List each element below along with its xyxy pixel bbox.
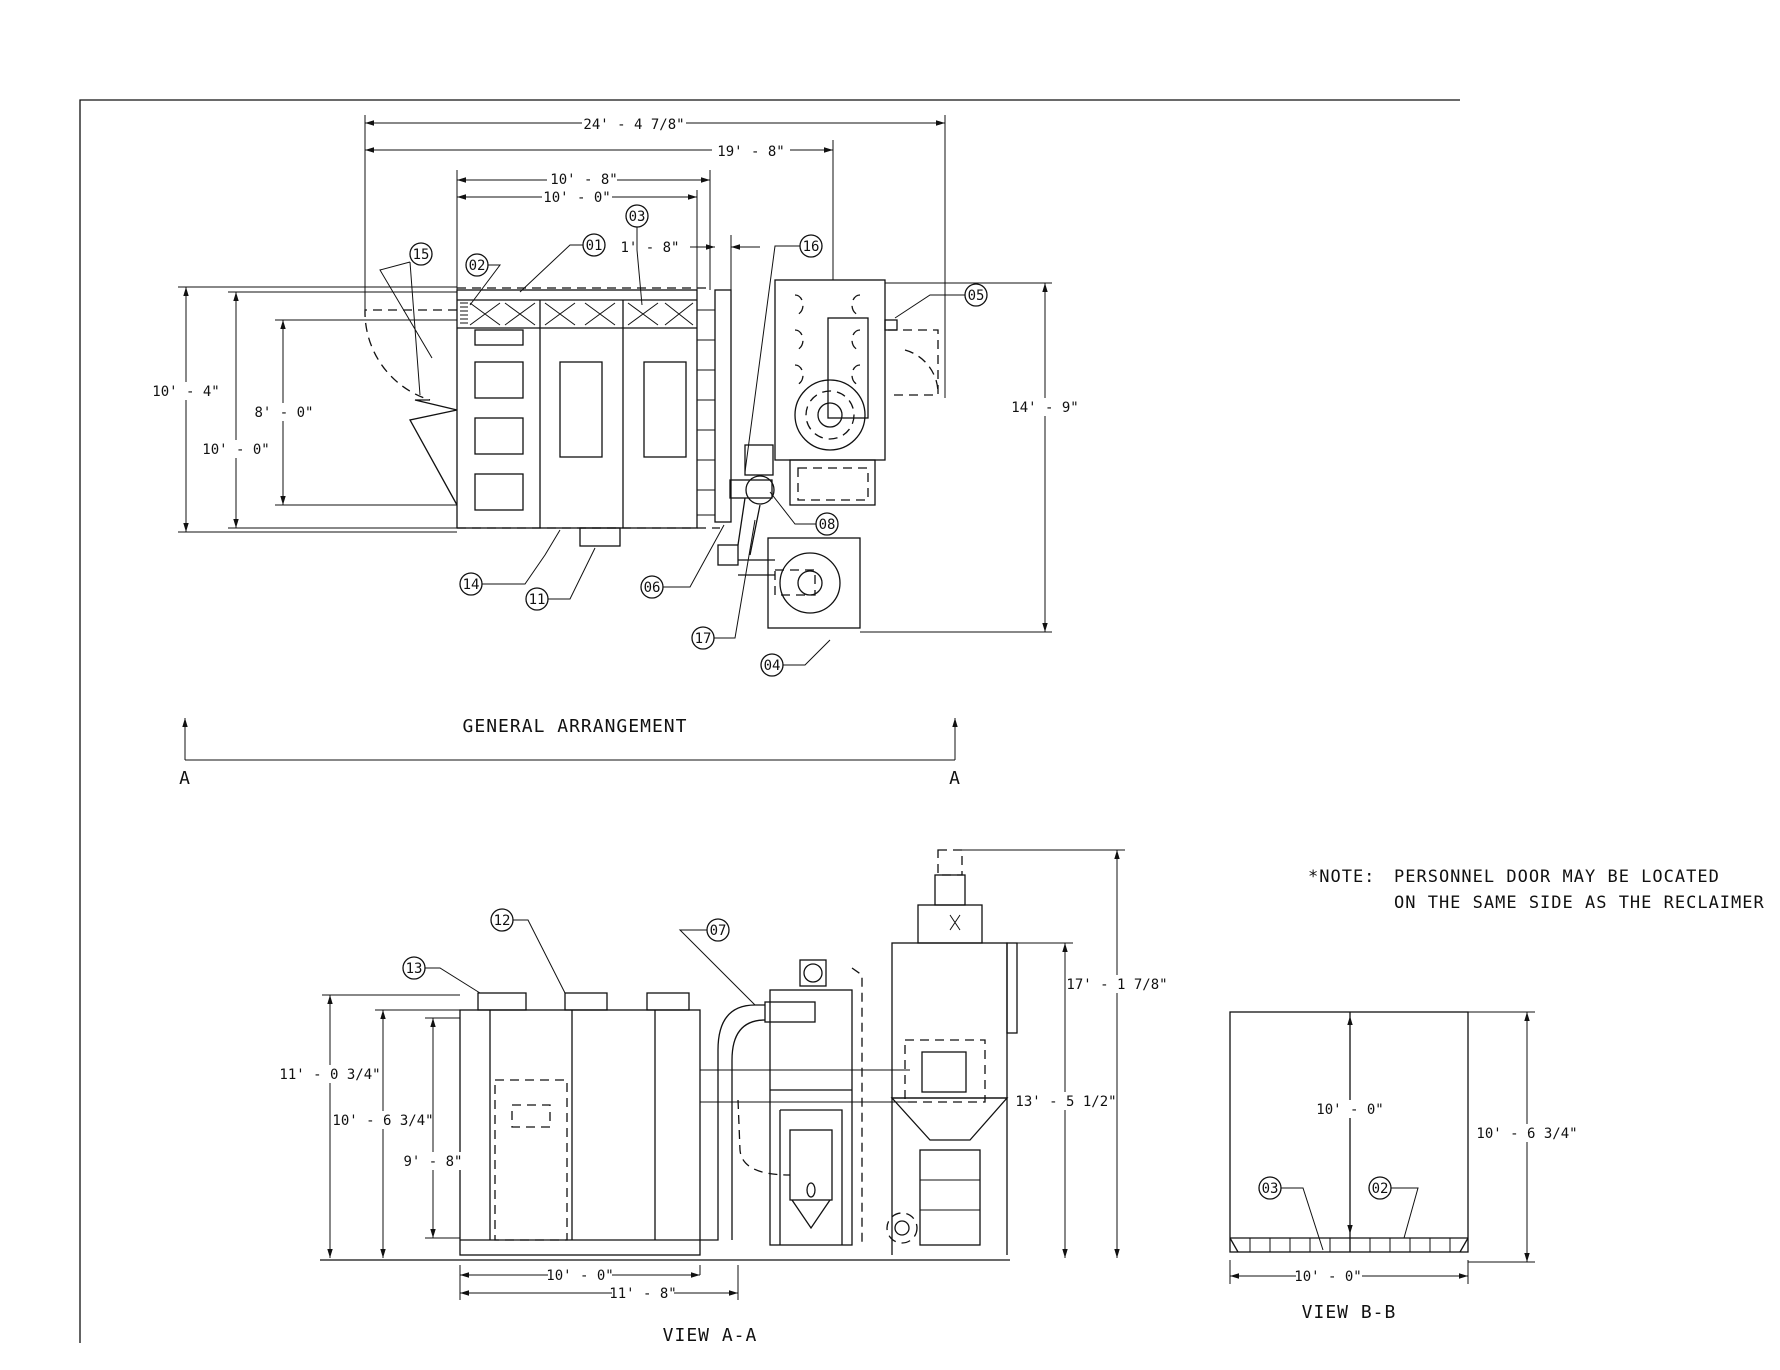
door-swing xyxy=(364,309,457,401)
note-line-1: PERSONNEL DOOR MAY BE LOCATED xyxy=(1394,867,1720,887)
dim-door-8-0: 8' - 0" xyxy=(254,405,313,421)
balloon-01: 01 xyxy=(586,238,603,254)
balloon-16: 16 xyxy=(803,239,820,255)
section-label-left: A xyxy=(179,768,191,789)
balloon-bb-02: 02 xyxy=(1372,1181,1389,1197)
view-aa-dimensions xyxy=(322,849,1125,1300)
balloon-17: 17 xyxy=(695,631,712,647)
dim-1-8: 1' - 8" xyxy=(620,240,679,256)
dim-11-8: 11' - 8" xyxy=(609,1286,676,1302)
dim-17-1-7-8: 17' - 1 7/8" xyxy=(1066,977,1167,993)
note-line-2: ON THE SAME SIDE AS THE RECLAIMER xyxy=(1394,893,1765,913)
view-aa-dim-labels: 11' - 0 3/4" 10' - 6 3/4" 9' - 8" 10' - … xyxy=(279,975,1168,1302)
balloon-bb-03: 03 xyxy=(1262,1181,1279,1197)
balloon-13: 13 xyxy=(406,961,423,977)
balloon-04: 04 xyxy=(764,658,781,674)
plan-dimensions xyxy=(178,115,1052,633)
plan-balloons: 15 02 01 03 16 05 08 14 11 06 17 04 xyxy=(379,204,988,677)
balloon-11: 11 xyxy=(529,592,546,608)
balloon-12: 12 xyxy=(494,913,511,929)
note-label: *NOTE: xyxy=(1308,867,1375,887)
dim-10-0: 10' - 0" xyxy=(543,190,610,206)
afterfilter-plan xyxy=(767,537,861,629)
view-aa-title: VIEW A-A xyxy=(663,1325,758,1346)
view-bb: 10' - 0" 10' - 6 3/4" 10' - 0" 03 02 VIE… xyxy=(1229,1011,1578,1323)
dim-bb-10-0: 10' - 0" xyxy=(1316,1102,1383,1118)
dim-13-5-1-2: 13' - 5 1/2" xyxy=(1015,1094,1116,1110)
booth-elevation xyxy=(459,1009,701,1256)
dim-9-8: 9' - 8" xyxy=(403,1154,462,1170)
dim-bb-width-10-0: 10' - 0" xyxy=(1294,1269,1361,1285)
dim-10-6-3-4: 10' - 6 3/4" xyxy=(332,1113,433,1129)
plan-title: GENERAL ARRANGEMENT xyxy=(463,716,688,737)
balloon-14: 14 xyxy=(463,577,480,593)
view-aa: 11' - 0 3/4" 10' - 6 3/4" 9' - 8" 10' - … xyxy=(279,849,1168,1346)
balloon-08: 08 xyxy=(819,517,836,533)
dim-10-8: 10' - 8" xyxy=(550,172,617,188)
balloon-07: 07 xyxy=(710,923,727,939)
balloon-06: 06 xyxy=(644,580,661,596)
balloon-02: 02 xyxy=(469,258,486,274)
view-bb-outline xyxy=(1229,1011,1469,1253)
section-line-aa: A A xyxy=(179,718,961,789)
sheet-border xyxy=(79,99,1460,1343)
view-bb-title: VIEW B-B xyxy=(1302,1302,1397,1323)
dim-depth-14-9: 14' - 9" xyxy=(1011,400,1078,416)
section-label-right: A xyxy=(949,768,961,789)
dim-aa-10-0: 10' - 0" xyxy=(546,1268,613,1284)
collector-elevation xyxy=(891,942,1008,1099)
filter-row xyxy=(460,302,694,326)
dim-overall-length: 24' - 4 7/8" xyxy=(583,117,684,133)
dim-11-0-3-4: 11' - 0 3/4" xyxy=(279,1067,380,1083)
balloon-15: 15 xyxy=(413,247,430,263)
plan-dim-labels: 24' - 4 7/8" 19' - 8" 10' - 8" 10' - 0" … xyxy=(152,113,1079,458)
plan-view: 24' - 4 7/8" 19' - 8" 10' - 8" 10' - 0" … xyxy=(152,113,1079,789)
balloon-05: 05 xyxy=(968,288,985,304)
dim-bb-10-6-3-4: 10' - 6 3/4" xyxy=(1476,1126,1577,1142)
reclaimer-elevation xyxy=(769,989,853,1246)
note-block: *NOTE: PERSONNEL DOOR MAY BE LOCATED ON … xyxy=(1308,867,1765,913)
balloon-03: 03 xyxy=(629,209,646,225)
dim-width-10-4: 10' - 4" xyxy=(152,384,219,400)
view-aa-balloons: 13 12 07 xyxy=(402,908,756,1006)
dim-width-10-0: 10' - 0" xyxy=(202,442,269,458)
booth-outline xyxy=(456,289,698,529)
dim-19-8: 19' - 8" xyxy=(717,144,784,160)
